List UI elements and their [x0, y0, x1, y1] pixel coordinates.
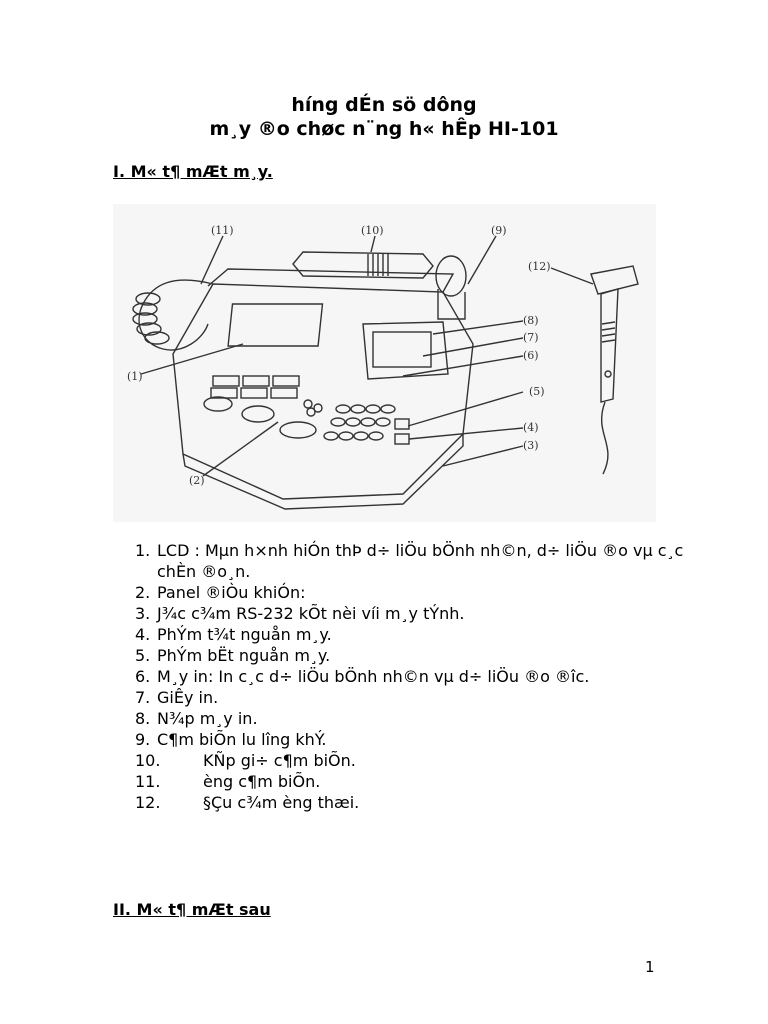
list-item-number: 9. — [135, 730, 151, 749]
list-item: 3. J¾c c¾m RS-232 kÕt nèi víi m¸y tÝnh. — [135, 603, 695, 624]
callout-4: (4) — [523, 421, 539, 434]
printer-window — [372, 331, 432, 368]
callout-10: (10) — [361, 224, 384, 237]
list-item-number: 7. — [135, 688, 151, 707]
parts-list: 1. LCD : Mµn h×nh hiÓn thÞ d÷ liÖu bÖnh n… — [135, 540, 695, 813]
list-item: 4. PhÝm t¾t nguån m¸y. — [135, 624, 695, 645]
list-item: 12. §Çu c¾m èng thæi. — [135, 792, 695, 813]
list-item-text: LCD : Mµn h×nh hiÓn thÞ d÷ liÖu bÖnh nh©… — [157, 541, 684, 581]
list-item-number: 12. — [135, 793, 161, 812]
list-item-text: PhÝm bËt nguån m¸y. — [157, 646, 331, 665]
list-item-text: KÑp gi÷ c¶m biÕn. — [203, 751, 356, 770]
list-item-number: 1. — [135, 541, 151, 560]
lcd-screen — [227, 303, 324, 347]
list-item-number: 10. — [135, 751, 161, 770]
list-item-number: 2. — [135, 583, 151, 602]
flow-sensor — [292, 251, 434, 279]
list-item: 1. LCD : Mµn h×nh hiÓn thÞ d÷ liÖu bÖnh n… — [135, 540, 695, 582]
list-item-text: PhÝm t¾t nguån m¸y. — [157, 625, 332, 644]
control-panel — [203, 375, 410, 445]
callout-5: (5) — [529, 385, 545, 398]
list-item: 10. KÑp gi÷ c¶m biÕn. — [135, 750, 695, 771]
callout-7: (7) — [523, 331, 539, 344]
callout-9: (9) — [491, 224, 507, 237]
list-item-text: Panel ®iÒu khiÓn: — [157, 583, 306, 602]
list-item: 7. GiÊy in. — [135, 687, 695, 708]
device-body-outline — [172, 283, 474, 500]
list-item-text: C¶m biÕn lu lîng khÝ. — [157, 730, 327, 749]
list-item-number: 5. — [135, 646, 151, 665]
list-item-text: M¸y in: In c¸c d÷ liÖu bÖnh nh©n vµ d÷ l… — [157, 667, 590, 686]
list-item-number: 11. — [135, 772, 161, 791]
callout-8: (8) — [523, 314, 539, 327]
list-item-text: §Çu c¾m èng thæi. — [203, 793, 360, 812]
document-title-line2: m¸y ®o chøc n¨ng h« hÊp HI-101 — [209, 118, 559, 140]
list-item: 2. Panel ®iÒu khiÓn: — [135, 582, 695, 603]
section-heading-back: II. M« t¶ mÆt sau — [113, 900, 271, 919]
list-item: 5. PhÝm bËt nguån m¸y. — [135, 645, 695, 666]
callout-2: (2) — [189, 474, 205, 487]
list-item-text: N¾p m¸y in. — [157, 709, 258, 728]
list-item: 8. N¾p m¸y in. — [135, 708, 695, 729]
callout-1: (1) — [127, 370, 143, 383]
mouthpiece-sensor-handle — [590, 265, 639, 475]
callout-3: (3) — [523, 439, 539, 452]
list-item-text: J¾c c¾m RS-232 kÕt nèi víi m¸y tÝnh. — [157, 604, 465, 623]
device-illustration: (11) (10) (9) (12) (8) (7) (6) (5) (4) (… — [127, 224, 639, 510]
document-title-line1: híng dÉn sö dông — [291, 94, 477, 116]
page-number: 1 — [645, 958, 655, 976]
list-item-text: èng c¶m biÕn. — [203, 772, 321, 791]
list-item-number: 6. — [135, 667, 151, 686]
list-item-number: 8. — [135, 709, 151, 728]
sensor-hose — [138, 279, 214, 351]
list-item-number: 3. — [135, 604, 151, 623]
list-item: 9. C¶m biÕn lu lîng khÝ. — [135, 729, 695, 750]
callout-11: (11) — [211, 224, 234, 237]
list-item-number: 4. — [135, 625, 151, 644]
callout-6: (6) — [523, 349, 539, 362]
section-heading-front: I. M« t¶ mÆt m¸y. — [113, 162, 273, 181]
device-diagram: (11) (10) (9) (12) (8) (7) (6) (5) (4) (… — [113, 204, 656, 522]
list-item: 6. M¸y in: In c¸c d÷ liÖu bÖnh nh©n vµ d÷… — [135, 666, 695, 687]
list-item: 11. èng c¶m biÕn. — [135, 771, 695, 792]
list-item-text: GiÊy in. — [157, 688, 219, 707]
callout-12: (12) — [528, 260, 551, 273]
